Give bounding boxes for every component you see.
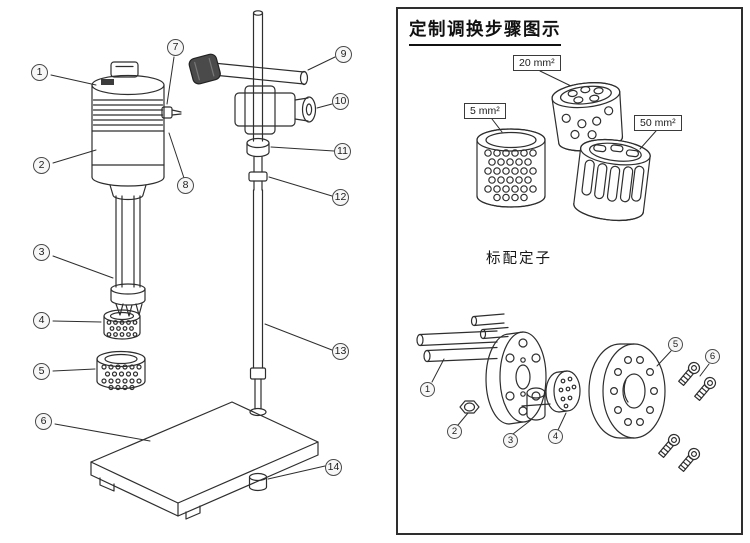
part-callout-7: 7 bbox=[167, 39, 184, 56]
part-callout-2: 2 bbox=[33, 157, 50, 174]
right-leader-lines bbox=[431, 70, 710, 435]
socket-screws bbox=[658, 361, 717, 472]
part-callout-1: 1 bbox=[31, 64, 48, 81]
assembly-shaft bbox=[416, 330, 498, 363]
assembly-callout-4: 4 bbox=[548, 429, 563, 444]
stator-option-large bbox=[96, 350, 146, 391]
part-callout-8: 8 bbox=[177, 177, 194, 194]
stator-5 bbox=[476, 128, 546, 208]
dispersing-shaft bbox=[110, 195, 146, 317]
flange-studs bbox=[470, 313, 509, 340]
coupler bbox=[521, 387, 551, 421]
part-callout-10: 10 bbox=[332, 93, 349, 110]
part-callout-6: 6 bbox=[35, 413, 52, 430]
assembly-callout-5: 5 bbox=[668, 337, 683, 352]
hex-nut bbox=[459, 400, 480, 414]
panel-title: 定制调换步骤图示 bbox=[409, 16, 561, 46]
stator-option-small bbox=[103, 309, 141, 340]
part-callout-4: 4 bbox=[33, 312, 50, 329]
assembly-callout-1: 1 bbox=[420, 382, 435, 397]
small-stator-disc bbox=[545, 370, 581, 413]
support-bar bbox=[188, 53, 309, 86]
rotor-disc bbox=[588, 343, 666, 439]
left-leader-lines bbox=[50, 56, 336, 480]
motor-unit bbox=[91, 61, 182, 201]
assembly-callout-3: 3 bbox=[503, 433, 518, 448]
stator-50 bbox=[573, 138, 651, 222]
part-callout-3: 3 bbox=[33, 244, 50, 261]
pole-coupling bbox=[248, 156, 268, 191]
stator-label-5mm: 5 mm² bbox=[464, 103, 506, 119]
custom-stator-panel bbox=[396, 7, 743, 535]
stand-pole bbox=[249, 10, 267, 410]
cross-clamp bbox=[234, 85, 317, 135]
pole-collar bbox=[246, 137, 270, 158]
stator-20 bbox=[551, 82, 624, 152]
part-callout-13: 13 bbox=[332, 343, 349, 360]
assembly-callout-2: 2 bbox=[447, 424, 462, 439]
part-callout-14: 14 bbox=[325, 459, 342, 476]
stator-label-50mm: 50 mm² bbox=[634, 115, 682, 131]
part-callout-5: 5 bbox=[33, 363, 50, 380]
flange-disc bbox=[485, 331, 547, 425]
part-callout-9: 9 bbox=[335, 46, 352, 63]
base-plate bbox=[90, 401, 319, 520]
assembly-callout-6: 6 bbox=[705, 349, 720, 364]
part-callout-12: 12 bbox=[332, 189, 349, 206]
standard-stator-caption: 标配定子 bbox=[486, 251, 552, 267]
stator-label-20mm: 20 mm² bbox=[513, 55, 561, 71]
part-callout-11: 11 bbox=[334, 143, 351, 160]
